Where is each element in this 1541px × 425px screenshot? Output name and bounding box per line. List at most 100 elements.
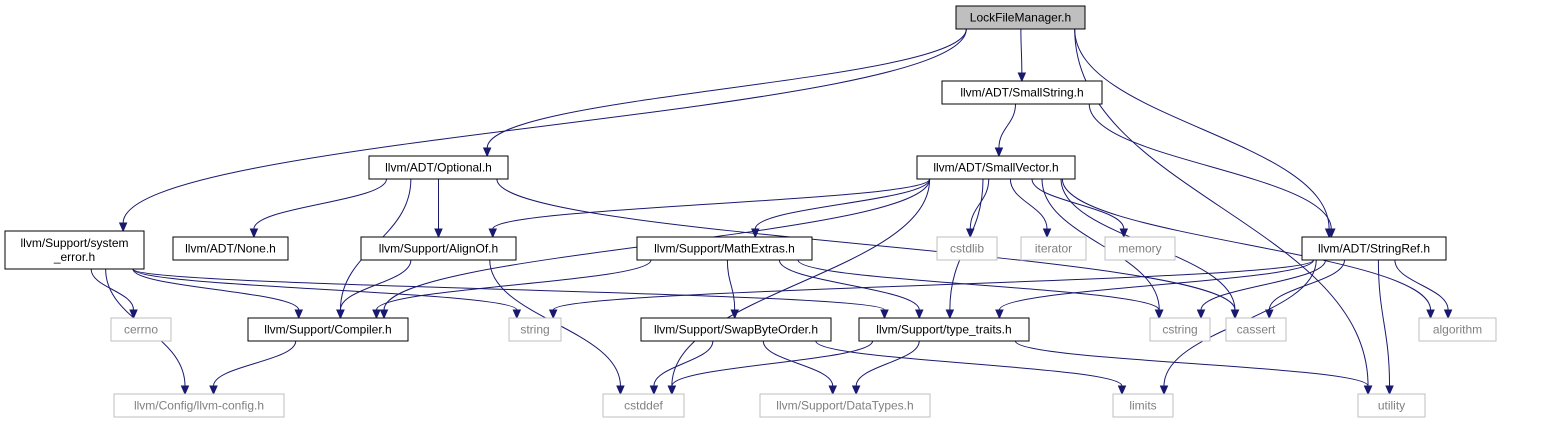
edge-arrowhead [1363,385,1373,396]
node-llvm-config[interactable]: llvm/Config/llvm-config.h [113,393,285,418]
edge-line [671,340,874,387]
node-box [4,230,145,270]
node-box [1020,236,1087,261]
edge-line [375,259,652,311]
node-compiler[interactable]: llvm/Support/Compiler.h [247,317,409,342]
node-optional[interactable]: llvm/ADT/Optional.h [368,155,509,180]
node-box [955,5,1086,30]
node-label: llvm/Config/llvm-config.h [134,399,264,413]
edge-line [653,340,714,387]
node-type-traits[interactable]: llvm/Support/type_traits.h [858,317,1030,342]
node-box [360,236,517,261]
edge-line [1014,340,1369,387]
edge-line [90,268,135,311]
node-datatypes[interactable]: llvm/Support/DataTypes.h [759,393,931,418]
node-utility[interactable]: utility [1357,393,1426,418]
node-box [916,155,1076,180]
edge-arrowhead [828,385,838,396]
edge-line [253,178,387,230]
node-box [1225,317,1287,342]
edge-line [797,259,1160,311]
node-system-error[interactable]: llvm/Support/system_error.h [4,230,145,270]
edge-type_traits-to-datatypes [851,340,920,396]
node-alignof[interactable]: llvm/Support/AlignOf.h [360,236,517,261]
node-stringref[interactable]: llvm/ADT/StringRef.h [1301,236,1447,261]
edge-line [496,178,1236,311]
node-smallstring[interactable]: llvm/ADT/SmallString.h [941,80,1103,105]
edge-mathextras-to-type_traits [778,259,924,320]
edge-line [122,28,967,224]
edge-optional-to-none [249,178,387,239]
node-lockfilemanager: LockFileManager.h [955,5,1086,30]
node-box [936,236,998,261]
edge-arrowhead [730,309,739,320]
edge-line [1088,103,1332,230]
node-string[interactable]: string [508,317,562,342]
node-swapbyteorder[interactable]: llvm/Support/SwapByteOrder.h [640,317,832,342]
nodes-layer: LockFileManager.h llvm/ADT/SmallString.h l… [4,5,1497,418]
edge-line [486,28,967,149]
node-label: llvm/Support/type_traits.h [876,323,1011,337]
edge-compiler-to-llvm_config [209,340,297,396]
edge-line [671,178,931,387]
node-cstring[interactable]: cstring [1149,317,1211,342]
edge-arrowhead [512,309,522,320]
node-box [368,155,509,180]
edge-line [552,259,1315,311]
edge-line [778,259,920,311]
node-label: iterator [1035,242,1072,256]
edge-arrowhead [880,309,889,320]
node-box [113,393,285,418]
edge-arrowhead [994,147,1004,158]
edge-arrowhead [667,385,677,396]
node-none[interactable]: llvm/ADT/None.h [172,236,289,261]
node-cerrno[interactable]: cerrno [110,317,172,342]
node-memory[interactable]: memory [1104,236,1176,261]
edge-smallstring-to-stringref [1088,103,1336,239]
edge-line [969,178,990,230]
edge-line [213,340,297,387]
edge-line [492,178,931,230]
edge-arrowhead [379,309,389,320]
node-box [941,80,1103,105]
edge-line [998,103,1016,149]
edge-system_error-to-string [132,268,522,320]
node-label: algorithm [1433,323,1482,337]
node-limits[interactable]: limits [1112,393,1174,418]
node-box [508,317,562,342]
node-algorithm[interactable]: algorithm [1418,317,1497,342]
edge-mathextras-to-compiler [372,259,652,320]
node-cstdlib[interactable]: cstdlib [936,236,998,261]
node-box [1149,317,1211,342]
edge-optional-to-alignof [434,178,443,239]
node-mathextras[interactable]: llvm/Support/MathExtras.h [636,236,813,261]
node-label: cstddef [624,399,663,413]
edge-arrowhead [1154,309,1164,320]
node-box [1418,317,1497,342]
edge-smallvector-to-mathextras [751,178,931,239]
edge-arrowhead [751,228,760,239]
node-label: llvm/Support/MathExtras.h [654,242,795,256]
edge-line [1074,28,1330,230]
edge-arrowhead [336,309,345,320]
node-cassert[interactable]: cassert [1225,317,1287,342]
node-label: llvm/ADT/Optional.h [385,161,492,175]
node-box [1301,236,1447,261]
edge-line [1041,178,1160,311]
node-box [759,393,931,418]
edge-arrowhead [548,309,558,320]
edge-arrowhead [1159,385,1169,396]
node-label: string [520,323,549,337]
edges-layer [90,28,1453,396]
node-iterator[interactable]: iterator [1020,236,1087,261]
node-smallvector[interactable]: llvm/ADT/SmallVector.h [916,155,1076,180]
node-cstddef[interactable]: cstddef [602,393,685,418]
node-box [1357,393,1426,418]
edge-arrowhead [1426,309,1435,320]
edge-arrowhead [434,228,443,239]
edge-line [132,268,885,311]
node-box [602,393,685,418]
edge-smallvector-to-algorithm [1061,178,1435,320]
edge-line [1009,178,1048,230]
